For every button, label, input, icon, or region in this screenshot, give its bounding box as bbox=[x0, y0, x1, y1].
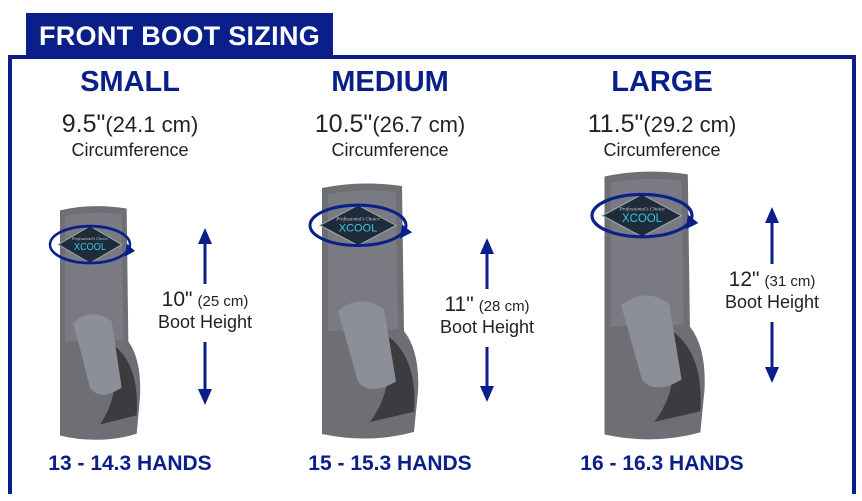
height-cm: (31 cm) bbox=[764, 273, 816, 290]
circumference-value: 10.5"(26.7 cm) bbox=[270, 110, 510, 139]
xcool-logo: Professional's Choice XCOOL bbox=[601, 193, 683, 238]
svg-text:XCOOL: XCOOL bbox=[339, 222, 377, 234]
height-label: Boot Height bbox=[157, 312, 253, 332]
boot-image: Professional's Choice XCOOL bbox=[308, 183, 419, 439]
hands-range: 13 - 14.3 HANDS bbox=[48, 452, 212, 475]
sizing-frame bbox=[8, 55, 856, 494]
height-label: Boot Height bbox=[724, 292, 820, 312]
xcool-logo: Professional's Choice XCOOL bbox=[318, 204, 398, 247]
circumference-cm: (24.1 cm) bbox=[105, 112, 199, 137]
xcool-logo: Professional's Choice XCOOL bbox=[57, 225, 123, 264]
boot-height: 10" (25 cm) Boot Height bbox=[130, 288, 280, 332]
circumference-inches: 10.5" bbox=[314, 110, 373, 138]
svg-text:Professional's Choice: Professional's Choice bbox=[335, 217, 380, 222]
size-name: LARGE bbox=[611, 66, 713, 98]
height-arrow-icon bbox=[765, 207, 779, 383]
circumference-inches: 11.5" bbox=[587, 110, 644, 138]
svg-text:Professional's Choice: Professional's Choice bbox=[71, 236, 108, 241]
circumference-label: Circumference bbox=[71, 140, 189, 160]
height-arrow-icon bbox=[480, 238, 494, 402]
boot-height: 11" (28 cm) Boot Height bbox=[412, 293, 562, 337]
size-name: MEDIUM bbox=[331, 66, 449, 98]
circumference-value: 9.5"(24.1 cm) bbox=[10, 110, 250, 139]
boot-image: Professional's Choice XCOOL bbox=[590, 171, 705, 440]
svg-text:XCOOL: XCOOL bbox=[74, 242, 107, 254]
page-title: FRONT BOOT SIZING bbox=[26, 13, 333, 56]
size-name: SMALL bbox=[80, 66, 180, 98]
height-arrow-icon bbox=[198, 228, 212, 405]
circumference-label: Circumference bbox=[331, 140, 449, 160]
circumference-cm: (29.2 cm) bbox=[643, 112, 737, 137]
circumference-inches: 9.5" bbox=[61, 110, 106, 138]
svg-text:Professional's Choice: Professional's Choice bbox=[618, 205, 665, 212]
circumference-arrow-icon bbox=[590, 192, 694, 239]
height-cm: (28 cm) bbox=[478, 298, 530, 315]
circumference-value: 11.5"(29.2 cm) bbox=[542, 110, 782, 139]
height-inches: 10" bbox=[161, 288, 193, 311]
boot-height: 12" (31 cm) Boot Height bbox=[697, 268, 847, 312]
circumference-arrow-icon bbox=[308, 203, 408, 248]
hands-range: 16 - 16.3 HANDS bbox=[580, 452, 744, 475]
circumference-cm: (26.7 cm) bbox=[372, 112, 466, 137]
height-cm: (25 cm) bbox=[197, 293, 249, 310]
height-inches: 12" bbox=[728, 268, 760, 291]
height-label: Boot Height bbox=[439, 317, 535, 337]
circumference-arrow-icon bbox=[48, 224, 132, 265]
circumference-label: Circumference bbox=[603, 140, 721, 160]
svg-text:XCOOL: XCOOL bbox=[622, 213, 663, 225]
height-inches: 11" bbox=[444, 293, 474, 316]
boot-image: Professional's Choice XCOOL bbox=[48, 206, 141, 440]
hands-range: 15 - 15.3 HANDS bbox=[308, 452, 472, 475]
